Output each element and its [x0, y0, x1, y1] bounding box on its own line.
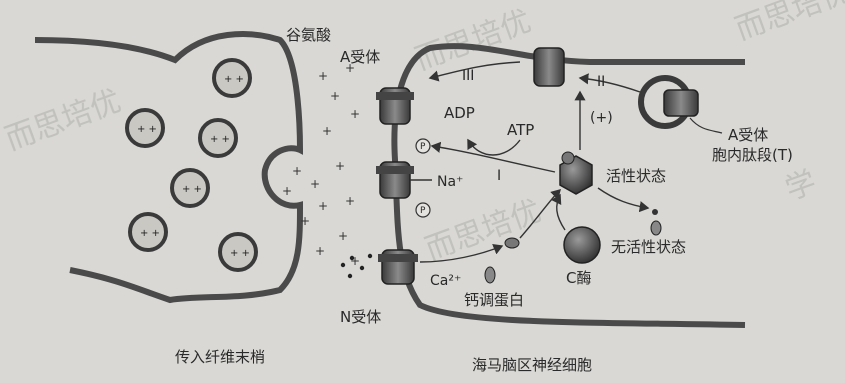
calmodulin-bound	[561, 151, 575, 165]
watermark-layer: 而思培优 而思培优 而思培优 而思培优 学	[1, 0, 845, 268]
svg-text:+: +	[310, 177, 320, 191]
svg-text:+ +: + +	[182, 184, 202, 195]
svg-text:+ +: + +	[210, 134, 230, 145]
svg-text:+: +	[322, 124, 332, 138]
pathway-arrows	[410, 61, 650, 263]
calmodulin-label: 钙调蛋白	[464, 291, 524, 309]
na-label: Na⁺	[437, 174, 463, 190]
inactive-state-label: 无活性状态	[611, 238, 686, 256]
active-state-label: 活性状态	[606, 167, 666, 185]
released-ca	[652, 209, 658, 215]
watermark-1: 而思培优	[1, 84, 126, 158]
svg-text:+ +: + +	[230, 248, 250, 259]
n-receptor-label: N受体	[340, 308, 381, 326]
synaptic-vesicles	[125, 58, 258, 272]
svg-text:+: +	[350, 254, 360, 268]
svg-text:+: +	[300, 214, 310, 228]
calmodulin-ca-bound	[504, 237, 520, 249]
t-pointer-line	[689, 117, 723, 134]
phosphate-groups	[415, 138, 431, 218]
phosphate-label-2: P	[420, 206, 426, 216]
watermark-4: 而思培优	[731, 0, 845, 48]
svg-text:+: +	[338, 229, 348, 243]
plus-label: (+)	[590, 110, 613, 126]
svg-text:+: +	[292, 164, 302, 178]
svg-text:+: +	[318, 69, 328, 83]
svg-text:+: +	[345, 61, 355, 75]
glutamate-label: 谷氨酸	[286, 26, 331, 44]
adp-label: ADP	[444, 104, 475, 122]
inserted-a-receptor	[533, 47, 565, 87]
step-ii-label: II	[597, 74, 605, 90]
presynaptic-membrane	[34, 31, 304, 304]
watermark-2: 而思培优	[411, 4, 536, 78]
svg-text:+ +: + +	[137, 124, 157, 135]
svg-text:+: +	[345, 194, 355, 208]
c-enzyme-label: C酶	[566, 269, 591, 287]
svg-text:+: +	[335, 159, 345, 173]
presynaptic-terminal-label: 传入纤维末梢	[175, 348, 265, 366]
a-receptor-t-label-1: A受体	[728, 126, 768, 144]
svg-text:+: +	[350, 107, 360, 121]
a-receptor-channel-top	[376, 87, 414, 125]
glutamate-molecules: +++ +++ +++ +++ +++	[282, 61, 360, 268]
svg-text:+: +	[315, 244, 325, 258]
watermark-5: 学	[781, 164, 821, 207]
c-enzyme-inactive	[563, 226, 601, 264]
step-i-label: I	[497, 168, 501, 184]
ca-label: Ca²⁺	[430, 273, 461, 289]
svg-text:+: +	[318, 199, 328, 213]
hippocampal-neuron-label: 海马脑区神经细胞	[472, 356, 592, 374]
svg-text:+: +	[282, 184, 292, 198]
a-receptor-t-label-2: 胞内肽段(T)	[712, 146, 793, 164]
a-receptor-channel-mid	[376, 161, 414, 199]
c-enzyme-active	[559, 155, 593, 195]
vesicle-contents: + + + + + + + + + + + +	[137, 74, 250, 259]
released-calmodulin	[650, 220, 662, 236]
calmodulin-free	[484, 266, 496, 284]
a-receptor-vesicle	[638, 75, 699, 129]
atp-label: ATP	[507, 121, 534, 139]
step-iii-label: III	[462, 68, 474, 84]
phosphate-label-1: P	[420, 142, 426, 152]
svg-text:+ +: + +	[140, 228, 160, 239]
svg-text:+ +: + +	[224, 74, 244, 85]
a-receptor-label: A受体	[340, 48, 380, 66]
n-receptor-channel	[378, 249, 418, 285]
ca-ions	[340, 253, 373, 279]
svg-text:+: +	[330, 89, 340, 103]
